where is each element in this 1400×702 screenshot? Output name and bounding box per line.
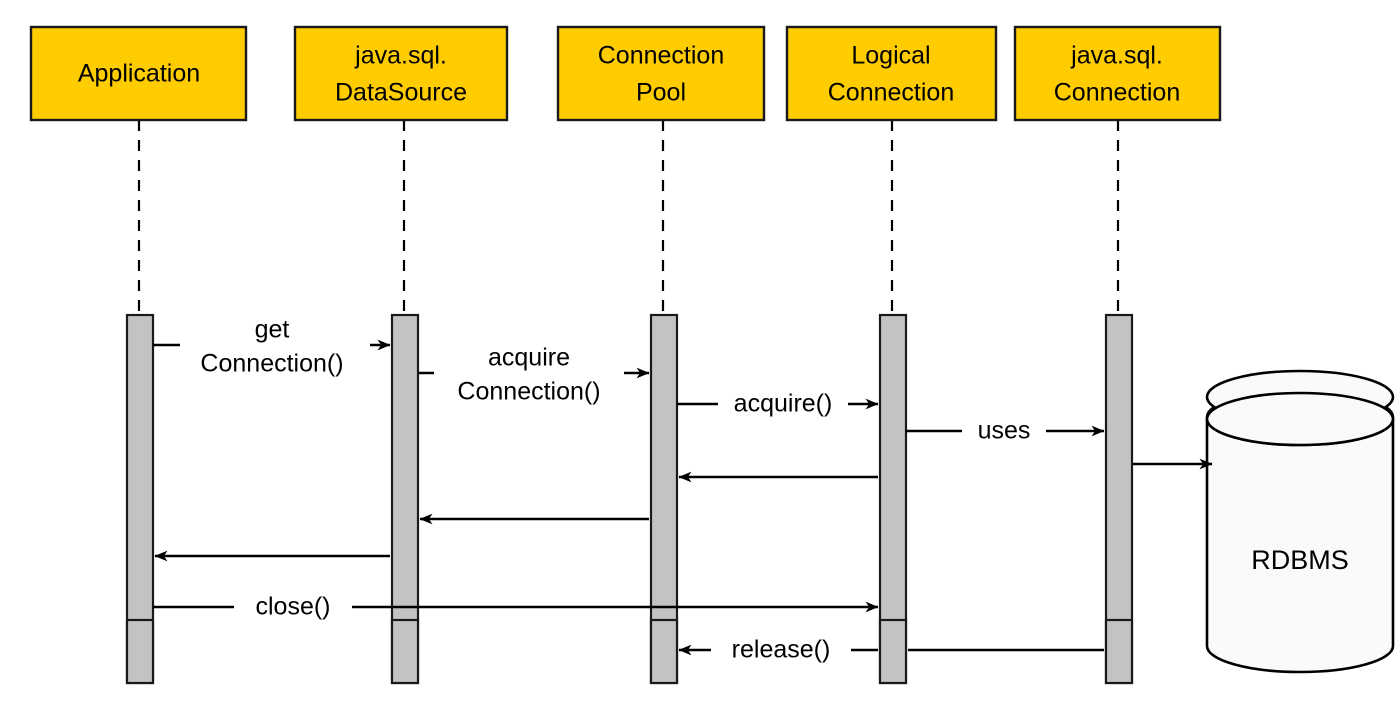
message-label-get-connection-line1: get	[255, 316, 290, 344]
activation-bar-application-lower	[125, 618, 155, 685]
participant-sqlconnection[interactable]: java.sql. Connection	[1013, 25, 1222, 122]
participant-label-datasource-line2: DataSource	[335, 79, 467, 107]
message-uses[interactable]: uses	[906, 416, 1105, 446]
message-label-bg-get-connection	[180, 312, 370, 380]
message-label-bg-uses	[962, 416, 1046, 446]
message-label-release: release()	[732, 636, 831, 664]
participant-label-connectionpool-line1: Connection	[598, 42, 724, 70]
message-label-close: close()	[255, 593, 330, 621]
participant-label-sqlconnection-line2: Connection	[1054, 79, 1180, 107]
database-ring-outline	[1205, 391, 1395, 447]
participant-datasource[interactable]: java.sql. DataSource	[293, 25, 509, 122]
participant-box-sqlconnection[interactable]	[1013, 25, 1222, 122]
participant-application[interactable]: Application	[29, 25, 248, 122]
message-label-acquire-connection-line1: acquire	[488, 344, 570, 372]
lifeline-dashes	[137, 120, 1120, 316]
activation-bar-sqlconnection-lower	[1104, 618, 1134, 685]
activation-bar-logicalconnection-lower	[878, 618, 908, 685]
participant-label-connectionpool-line2: Pool	[636, 79, 686, 107]
message-release[interactable]: release()	[678, 635, 1104, 665]
activation-bar-connectionpool-lower	[649, 618, 679, 685]
activation-bar-datasource-lower	[390, 618, 420, 685]
database-label: RDBMS	[1251, 545, 1349, 575]
message-acquire[interactable]: acquire()	[677, 389, 879, 419]
message-label-uses: uses	[978, 417, 1031, 445]
database-cylinder-body	[1205, 417, 1395, 674]
participant-label-logicalconnection-line1: Logical	[851, 42, 930, 70]
activation-bars-overlay	[125, 618, 1134, 685]
participant-connectionpool[interactable]: Connection Pool	[556, 25, 766, 122]
database-rdbms[interactable]: RDBMS	[1205, 369, 1395, 674]
message-label-get-connection-line2: Connection()	[200, 350, 343, 378]
message-label-acquire-connection-line2: Connection()	[457, 378, 600, 406]
participant-label-logicalconnection-line2: Connection	[828, 79, 954, 107]
message-close[interactable]: close()	[153, 592, 879, 622]
message-label-acquire: acquire()	[734, 390, 833, 418]
message-label-bg-acquire	[718, 389, 848, 419]
message-acquire-connection[interactable]: acquire Connection()	[418, 341, 650, 407]
message-label-bg-release	[711, 635, 851, 665]
participant-label-datasource-line1: java.sql.	[354, 42, 447, 70]
participant-label-sqlconnection-line1: java.sql.	[1070, 42, 1163, 70]
participant-label-application-line1: Application	[78, 60, 200, 88]
message-label-bg-close	[234, 592, 352, 622]
message-label-bg-acquire-connection	[434, 341, 624, 407]
participant-box-datasource[interactable]	[293, 25, 509, 122]
participant-box-application[interactable]	[29, 25, 248, 122]
participant-box-logicalconnection[interactable]	[785, 25, 998, 122]
participant-logicalconnection[interactable]: Logical Connection	[785, 25, 998, 122]
message-get-connection[interactable]: get Connection()	[153, 312, 391, 380]
participant-box-connectionpool[interactable]	[556, 25, 766, 122]
